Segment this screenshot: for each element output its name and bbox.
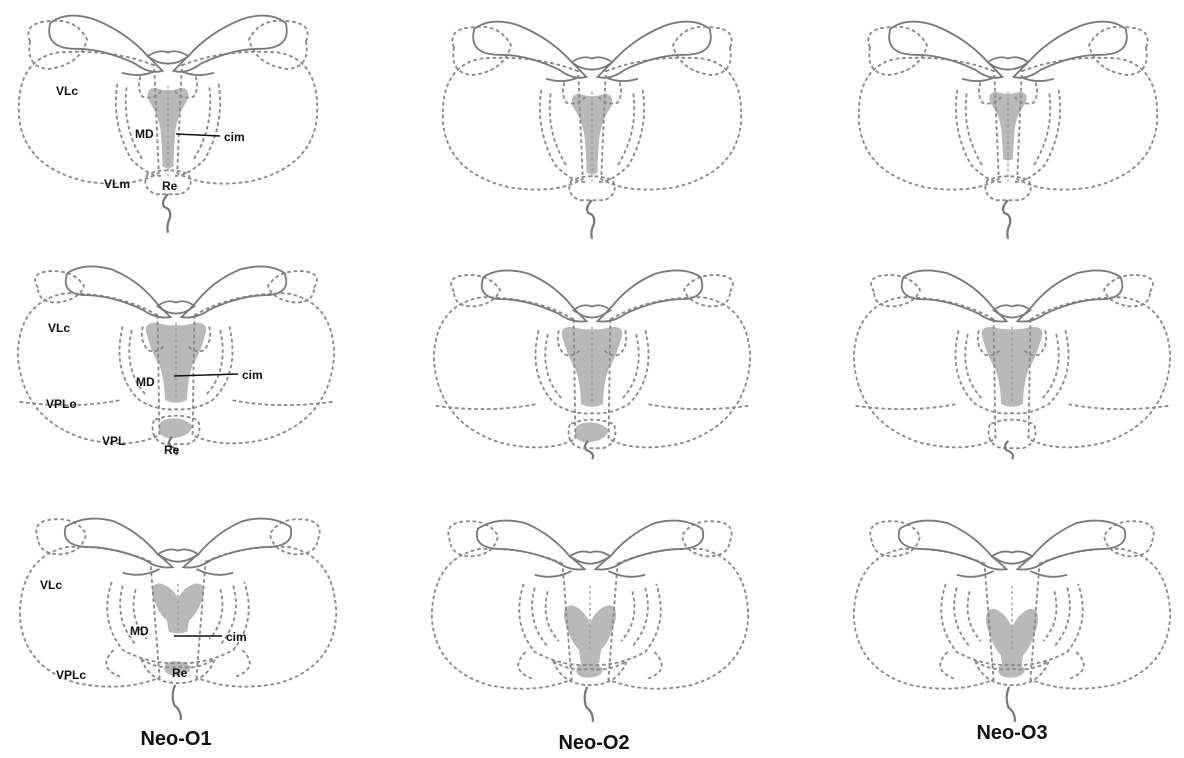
label-cim: cim — [242, 368, 263, 382]
row-3-sections: VLc MD cim VPLc Re — [20, 519, 1170, 722]
label-vlc: VLc — [56, 84, 78, 98]
shaded-re — [575, 422, 609, 442]
shaded-md-cim — [572, 93, 612, 174]
label-cim: cim — [226, 630, 247, 644]
row-1-sections: VLc MD cim VLm Re — [19, 16, 1157, 239]
column-label-neo-o1: Neo-O1 — [140, 728, 211, 751]
shaded-re — [159, 418, 193, 438]
label-vlm: VLm — [104, 177, 130, 191]
label-md: MD — [130, 624, 149, 638]
section-neo-o1-row-2 — [18, 266, 334, 455]
label-re: Re — [162, 179, 178, 193]
section-neo-o2-row-3 — [432, 521, 748, 722]
column-label-neo-o2: Neo-O2 — [558, 732, 629, 755]
label-md: MD — [135, 127, 154, 141]
section-neo-o3-row-2 — [854, 270, 1170, 459]
label-vlc: VLc — [48, 321, 70, 335]
section-neo-o1-row-3 — [20, 519, 336, 720]
shaded-md-cim — [986, 609, 1038, 671]
row-2-sections: VLc MD cim VPLo VPL Re — [18, 266, 1170, 459]
label-cim: cim — [224, 130, 245, 144]
column-label-neo-o3: Neo-O3 — [976, 722, 1047, 745]
section-neo-o3-row-1 — [859, 22, 1157, 239]
label-vpl: VPL — [102, 434, 125, 448]
section-neo-o3-row-3 — [854, 521, 1170, 722]
shaded-md-cim — [148, 87, 188, 168]
label-re: Re — [164, 443, 180, 457]
label-vlc: VLc — [40, 578, 62, 592]
label-re: Re — [172, 666, 188, 680]
label-md: MD — [136, 375, 155, 389]
label-vplo: VPLo — [46, 397, 77, 411]
section-neo-o2-row-1 — [443, 22, 741, 239]
cim-leader-line — [176, 134, 220, 136]
section-neo-o1-row-1 — [19, 16, 317, 233]
label-vplc: VPLc — [56, 668, 86, 682]
section-neo-o2-row-2 — [434, 270, 750, 459]
